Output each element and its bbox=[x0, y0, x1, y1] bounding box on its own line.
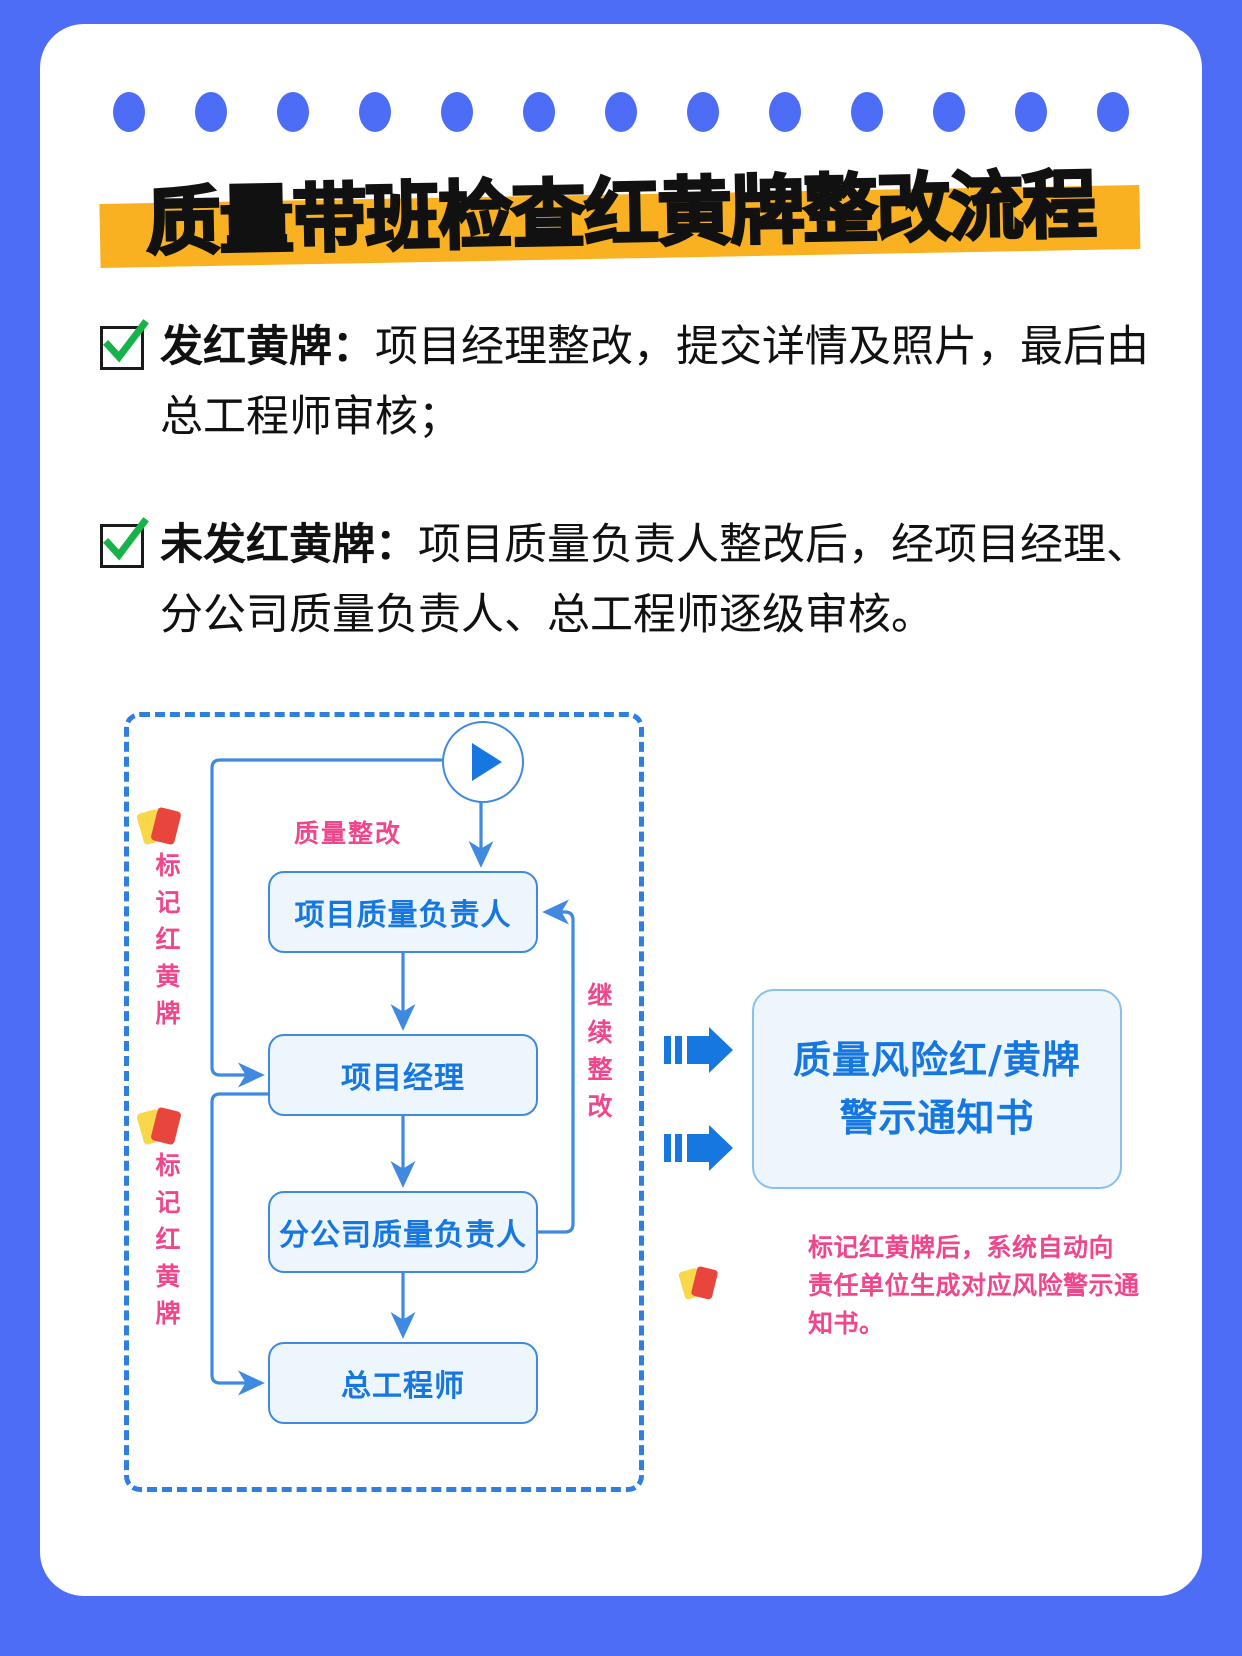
flow-node-chief-engineer[interactable]: 总工程师 bbox=[268, 1342, 538, 1424]
binder-dot bbox=[1015, 92, 1047, 132]
binder-dot bbox=[195, 92, 227, 132]
edge-label-continue-rectify: 继续整改 bbox=[584, 982, 613, 1130]
binder-dot bbox=[769, 92, 801, 132]
annotation-note: 标记红黄牌后，系统自动向 责任单位生成对应风险警示通知书。 bbox=[808, 1229, 1148, 1343]
red-yellow-card-icon bbox=[136, 1107, 181, 1145]
side-label-mark-card-2: 标记红黄牌 bbox=[152, 1152, 181, 1337]
side-label-mark-card-1: 标记红黄牌 bbox=[152, 852, 181, 1037]
bullet-lead: 发红黄牌： bbox=[160, 322, 375, 372]
double-bar-arrow-icon bbox=[664, 1027, 733, 1073]
binder-dot bbox=[113, 92, 145, 132]
flowchart-dashed-boundary bbox=[124, 712, 644, 1492]
list-item: 发红黄牌：项目经理整改，提交详情及照片，最后由总工程师审核； bbox=[100, 312, 1160, 452]
flowchart-connectors bbox=[210, 758, 575, 1396]
binder-dot bbox=[441, 92, 473, 132]
edge-label-quality-rectify: 质量整改 bbox=[294, 819, 403, 848]
risk-notice-line1: 质量风险红/黄牌 bbox=[793, 1038, 1081, 1082]
risk-notice-line2: 警示通知书 bbox=[839, 1096, 1035, 1140]
binder-dot bbox=[359, 92, 391, 132]
checkbox-checked-icon bbox=[100, 517, 149, 568]
flow-node-project-quality-lead[interactable]: 项目质量负责人 bbox=[268, 871, 538, 953]
bullet-body: 项目质量负责人整改后，经项目经理、分公司质量负责人、总工程师逐级审核。 bbox=[160, 520, 1149, 640]
risk-notice-panel[interactable]: 质量风险红/黄牌 警示通知书 bbox=[752, 989, 1122, 1189]
double-bar-arrow-icon bbox=[664, 1125, 733, 1171]
list-item: 未发红黄牌：项目质量负责人整改后，经项目经理、分公司质量负责人、总工程师逐级审核… bbox=[100, 510, 1160, 650]
annotation-note-line2: 责任单位生成对应风险警示通知书。 bbox=[808, 1271, 1140, 1338]
bullet-text: 发红黄牌：项目经理整改，提交详情及照片，最后由总工程师审核； bbox=[160, 312, 1160, 452]
bullet-lead: 未发红黄牌： bbox=[160, 520, 418, 570]
bullet-body: 项目经理整改，提交详情及照片，最后由总工程师审核； bbox=[160, 322, 1149, 442]
play-icon bbox=[472, 743, 502, 781]
binder-dot bbox=[1097, 92, 1129, 132]
binder-dot bbox=[277, 92, 309, 132]
flow-node-branch-quality-lead[interactable]: 分公司质量负责人 bbox=[268, 1191, 538, 1273]
bullet-list: 发红黄牌：项目经理整改，提交详情及照片，最后由总工程师审核； 未发红黄牌：项目质… bbox=[100, 312, 1160, 708]
red-yellow-card-icon bbox=[136, 807, 181, 845]
flowchart: 项目质量负责人 项目经理 分公司质量负责人 总工程师 质量整改 继续整改 标记红… bbox=[118, 704, 1139, 1504]
note-card: 质量带班检查红黄牌整改流程 发红黄牌：项目经理整改，提交详情及照片，最后由总工程… bbox=[40, 24, 1202, 1596]
red-yellow-card-icon bbox=[678, 1266, 718, 1300]
binder-dot bbox=[605, 92, 637, 132]
binder-dot-row bbox=[40, 86, 1202, 138]
binder-dot bbox=[933, 92, 965, 132]
bullet-text: 未发红黄牌：项目质量负责人整改后，经项目经理、分公司质量负责人、总工程师逐级审核… bbox=[160, 510, 1160, 650]
page-title: 质量带班检查红黄牌整改流程 bbox=[40, 161, 1202, 284]
binder-dot bbox=[687, 92, 719, 132]
annotation-note-line1: 标记红黄牌后，系统自动向 bbox=[808, 1233, 1115, 1262]
flowchart-start-node bbox=[442, 721, 524, 803]
binder-dot bbox=[851, 92, 883, 132]
checkbox-checked-icon bbox=[100, 319, 149, 370]
binder-dot bbox=[523, 92, 555, 132]
title-text: 质量带班检查红黄牌整改流程 bbox=[144, 161, 1097, 267]
flow-node-project-manager[interactable]: 项目经理 bbox=[268, 1034, 538, 1116]
